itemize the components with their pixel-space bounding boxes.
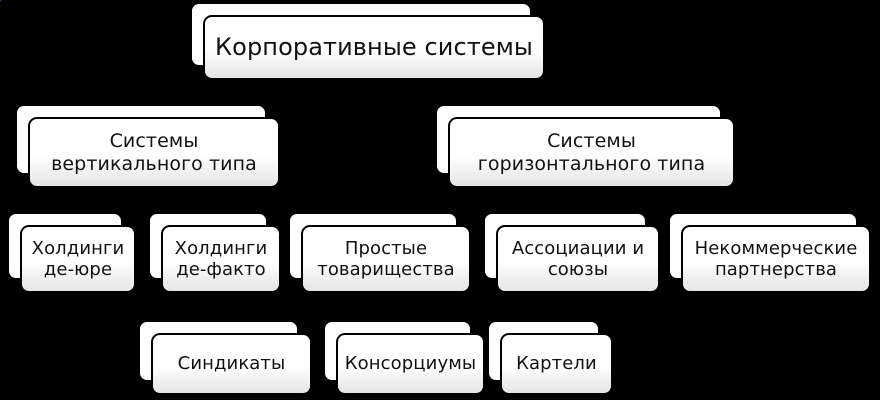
node-label: Ассоциации и союзы (511, 237, 645, 280)
node-card-front[interactable]: Простые товарищества (301, 225, 471, 293)
node-card-front[interactable]: Системы горизонтального типа (448, 117, 735, 188)
node-label: Холдинги де-юре (31, 237, 125, 280)
node-simple-partnerships[interactable]: Простые товарищества (288, 212, 471, 293)
node-consortiums[interactable]: Консорциумы (323, 320, 485, 395)
node-cartels[interactable]: Картели (487, 320, 613, 395)
node-card-front[interactable]: Холдинги де-факто (161, 225, 281, 293)
node-label: Некоммерческие партнерства (694, 237, 858, 280)
node-holding-de-jure[interactable]: Холдинги де-юре (7, 212, 136, 293)
node-card-front[interactable]: Холдинги де-юре (20, 225, 136, 293)
node-label: Картели (516, 353, 597, 375)
node-holding-de-facto[interactable]: Холдинги де-факто (148, 212, 281, 293)
node-card-front[interactable]: Картели (500, 333, 613, 395)
node-card-front[interactable]: Синдикаты (151, 333, 312, 395)
node-card-front[interactable]: Ассоциации и союзы (496, 225, 660, 293)
node-noncommercial-partnerships[interactable]: Некоммерческие партнерства (668, 212, 871, 293)
node-syndicates[interactable]: Синдикаты (138, 320, 312, 395)
node-label: Системы вертикального типа (51, 130, 257, 175)
node-horizontal[interactable]: Системы горизонтального типа (435, 104, 735, 188)
node-card-front[interactable]: Корпоративные системы (203, 15, 545, 80)
node-card-front[interactable]: Консорциумы (336, 333, 485, 395)
node-label: Простые товарищества (317, 237, 455, 280)
node-label: Синдикаты (177, 353, 286, 375)
node-label: Консорциумы (344, 353, 477, 375)
node-label: Системы горизонтального типа (477, 130, 706, 175)
node-root[interactable]: Корпоративные системы (190, 2, 545, 80)
node-vertical[interactable]: Системы вертикального типа (15, 104, 280, 188)
node-associations-unions[interactable]: Ассоциации и союзы (483, 212, 660, 293)
node-card-front[interactable]: Системы вертикального типа (28, 117, 280, 188)
node-card-front[interactable]: Некоммерческие партнерства (681, 225, 871, 293)
node-label: Холдинги де-факто (174, 237, 268, 280)
node-label: Корпоративные системы (215, 33, 533, 62)
